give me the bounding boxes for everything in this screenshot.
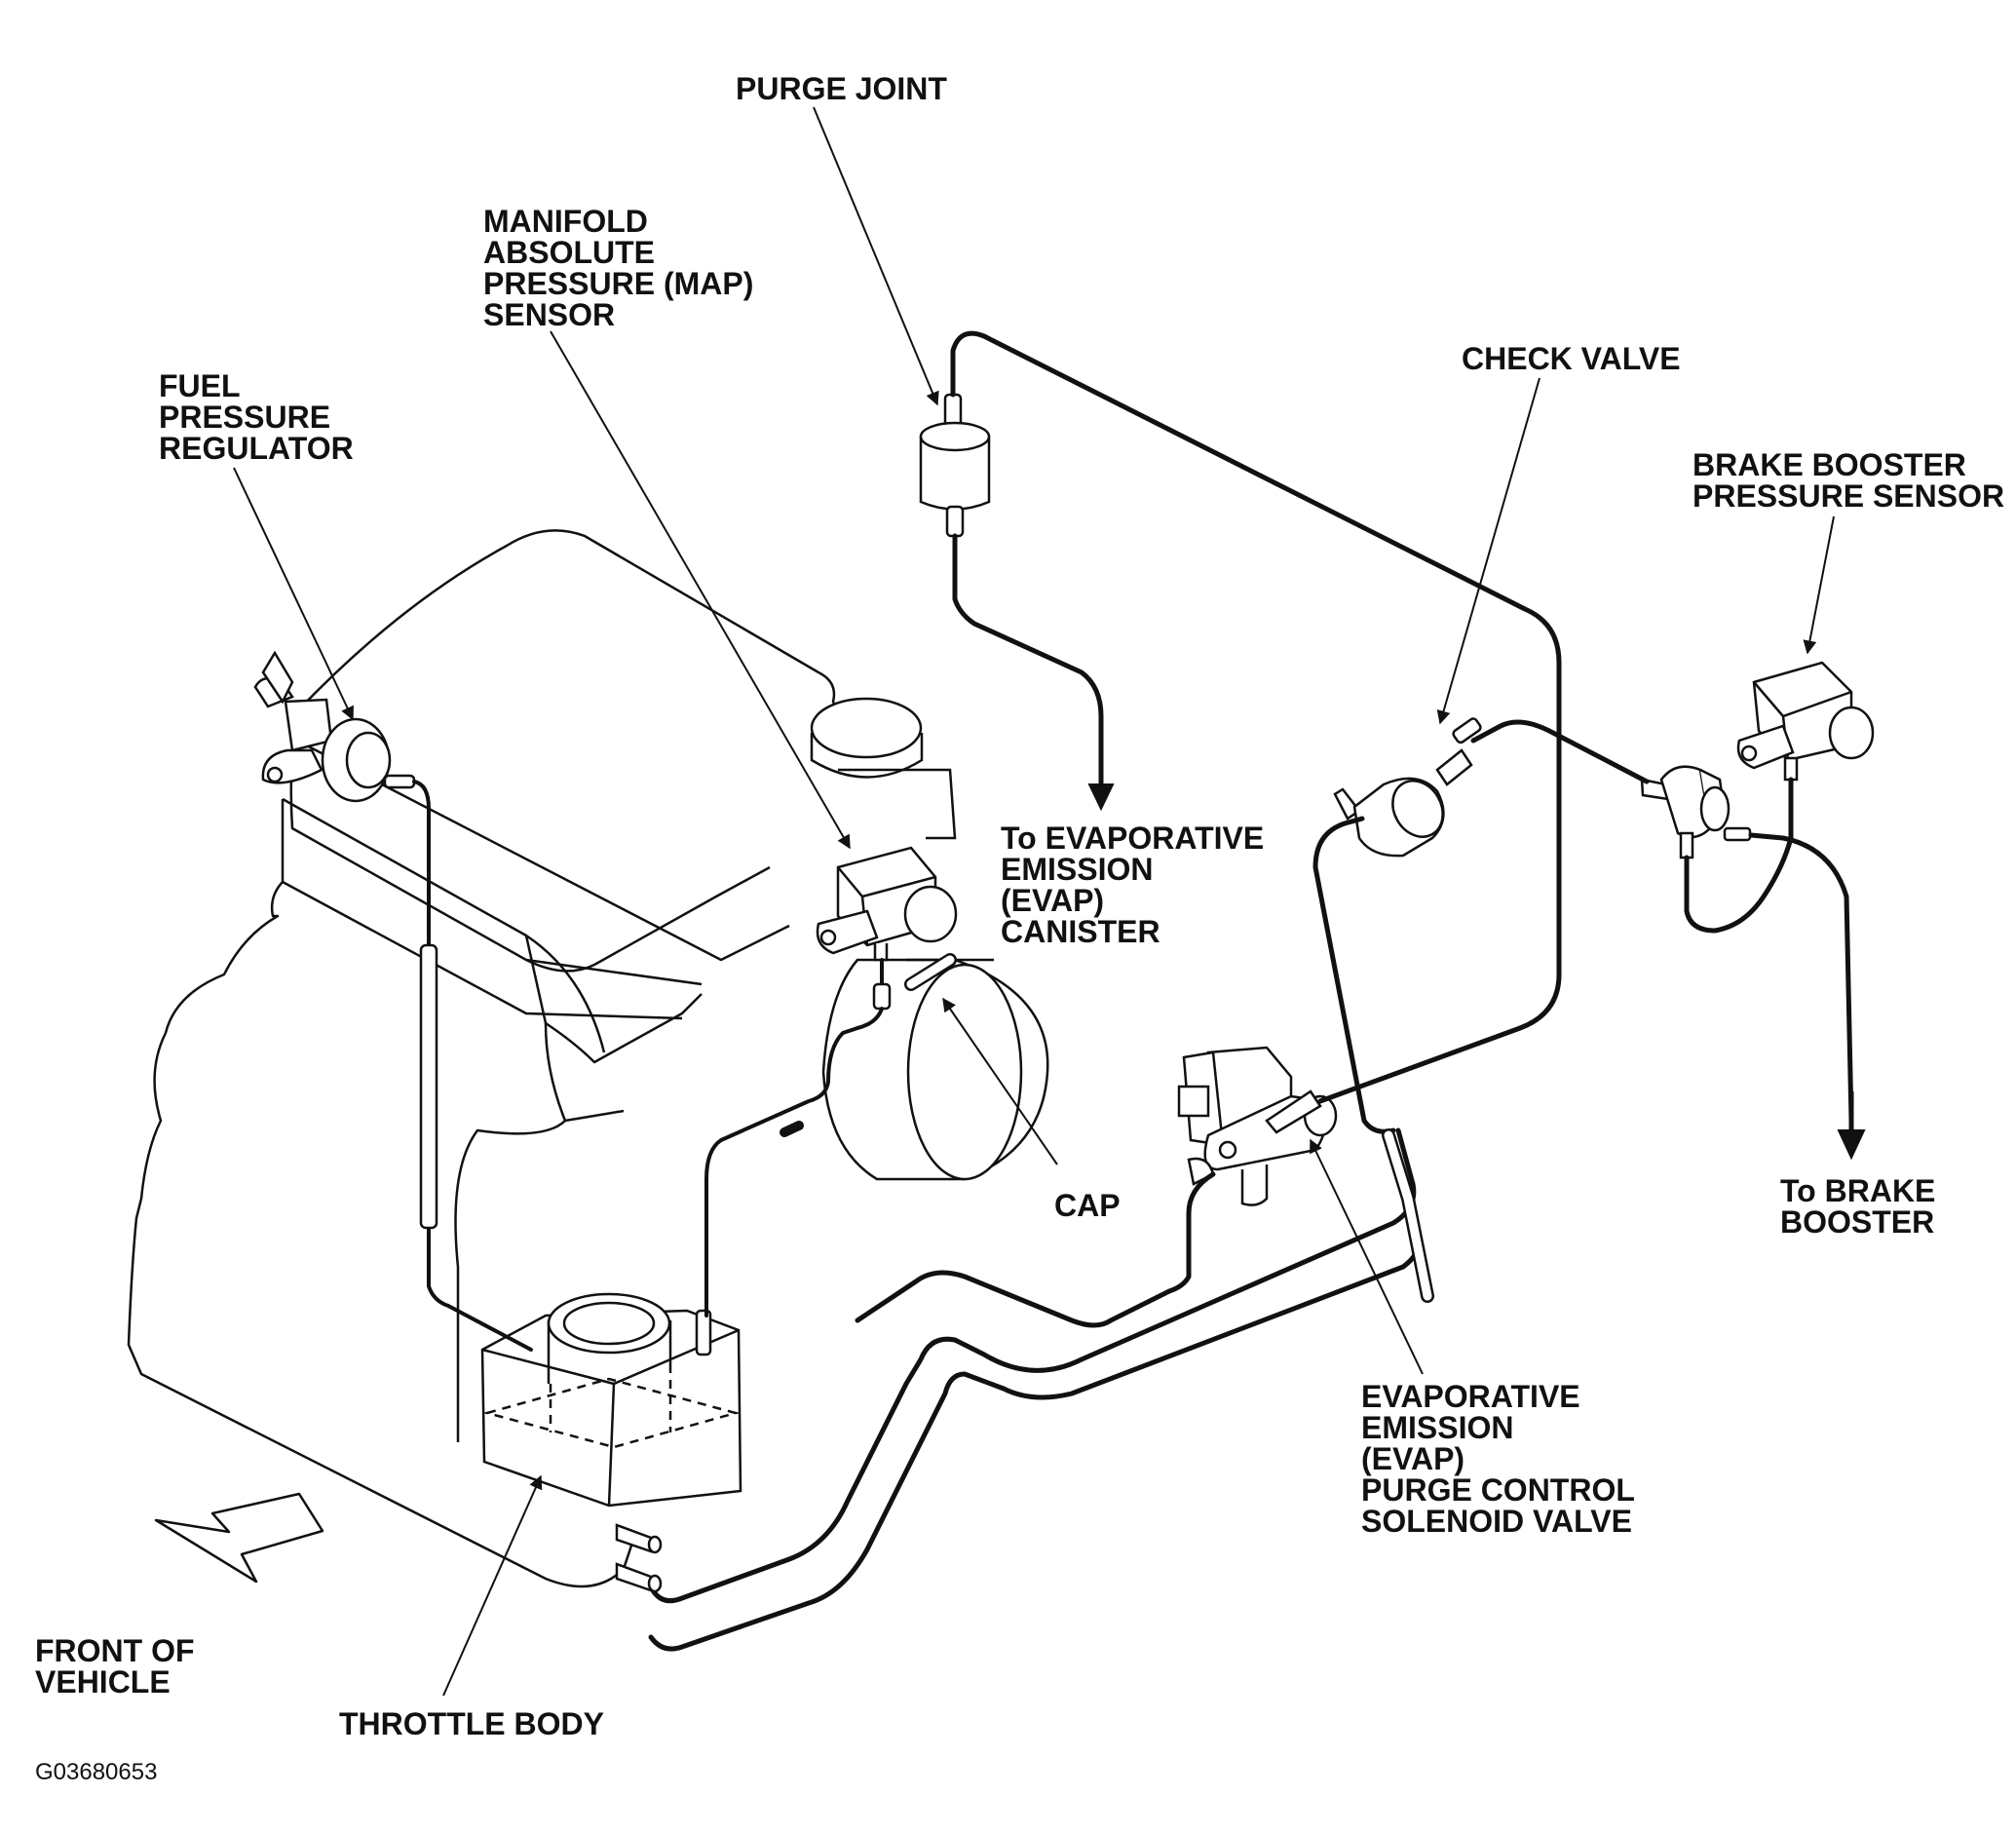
label-cap: CAP	[1054, 1190, 1121, 1221]
label-to-evap-canister: To EVAPORATIVE EMISSION (EVAP) CANISTER	[1001, 822, 1264, 947]
label-throttle-body: THROTTLE BODY	[339, 1708, 604, 1739]
label-front-of-vehicle: FRONT OF VEHICLE	[35, 1635, 195, 1698]
intake-duct	[821, 958, 1049, 1181]
label-line: MANIFOLD	[483, 204, 648, 239]
leader-brake-booster-sensor	[1803, 516, 1835, 655]
label-line: BOOSTER	[1780, 1204, 1935, 1240]
label-check-valve: CHECK VALVE	[1462, 343, 1681, 374]
label-line: CANISTER	[1001, 914, 1160, 949]
label-line: VEHICLE	[35, 1664, 171, 1699]
label-line: To BRAKE	[1780, 1173, 1936, 1208]
label-line: CHECK VALVE	[1462, 341, 1681, 376]
leader-throttle-body	[442, 1474, 543, 1697]
label-line: SOLENOID VALVE	[1361, 1504, 1632, 1539]
leader-lines	[233, 106, 1835, 1697]
label-line: PURGE JOINT	[736, 71, 947, 106]
label-line: (EVAP)	[1001, 883, 1105, 918]
front-arrow-icon	[154, 1492, 324, 1584]
label-line: THROTTLE BODY	[339, 1706, 604, 1741]
leader-check-valve	[1436, 377, 1541, 725]
label-line: PURGE CONTROL	[1361, 1472, 1635, 1508]
label-line: FUEL	[159, 368, 241, 403]
leader-evap-solenoid	[1310, 1138, 1424, 1375]
label-line: To EVAPORATIVE	[1001, 821, 1265, 856]
label-line: PRESSURE	[159, 400, 331, 435]
leader-map-sensor	[550, 330, 851, 850]
label-brake-booster-sensor: BRAKE BOOSTER PRESSURE SENSOR	[1693, 449, 2004, 512]
label-purge-joint: PURGE JOINT	[736, 73, 947, 104]
flow-arrows	[1087, 716, 1866, 1161]
label-to-brake-booster: To BRAKE BOOSTER	[1780, 1175, 1935, 1238]
evap-purge-solenoid-valve	[1177, 1046, 1338, 1206]
label-fuel-pressure-regulator: FUEL PRESSURE REGULATOR	[159, 370, 354, 464]
oil-filler-cap	[810, 697, 957, 840]
label-line: REGULATOR	[159, 431, 354, 466]
label-line: EMISSION	[1001, 852, 1154, 887]
label-line: ABSOLUTE	[483, 235, 655, 270]
label-line: EMISSION	[1361, 1410, 1514, 1445]
vacuum-hoses	[412, 330, 1854, 1652]
label-evap-purge-solenoid: EVAPORATIVE EMISSION (EVAP) PURGE CONTRO…	[1361, 1381, 1635, 1537]
label-line: (EVAP)	[1361, 1441, 1465, 1476]
label-line: FRONT OF	[35, 1633, 195, 1668]
leader-purge-joint	[813, 106, 939, 406]
check-valve	[1333, 717, 1482, 858]
throttle-body	[480, 1292, 742, 1508]
fuel-pressure-regulator	[253, 650, 416, 803]
purge-joint	[919, 393, 991, 538]
map-sensor	[816, 846, 958, 962]
label-line: BRAKE BOOSTER	[1693, 447, 1966, 482]
label-line: SENSOR	[483, 297, 616, 332]
leader-fuel-pressure-regulator	[233, 467, 354, 721]
label-line: PRESSURE SENSOR	[1693, 478, 2005, 514]
brake-booster-pressure-sensor	[1736, 661, 1875, 782]
label-line: EVAPORATIVE	[1361, 1379, 1580, 1414]
throttle-body-fittings	[615, 1523, 663, 1593]
label-line: PRESSURE (MAP)	[483, 266, 754, 301]
leader-cap	[942, 997, 1058, 1165]
label-line: CAP	[1054, 1188, 1121, 1223]
figure-code: G03680653	[35, 1759, 158, 1785]
brake-booster-check-valve	[1640, 765, 1752, 859]
engine-block	[127, 797, 703, 1588]
label-map-sensor: MANIFOLD ABSOLUTE PRESSURE (MAP) SENSOR	[483, 206, 753, 330]
